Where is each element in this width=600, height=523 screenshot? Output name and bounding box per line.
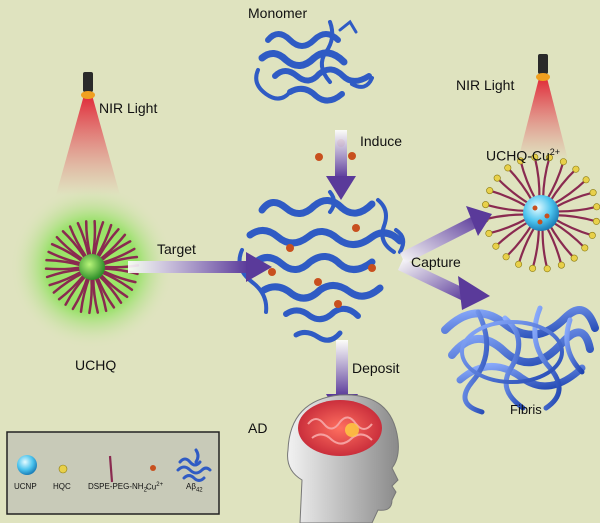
hqc-tip xyxy=(572,165,580,173)
ucnp-sphere-icon xyxy=(17,455,37,475)
peg-chain xyxy=(55,235,86,262)
hqc-tip xyxy=(588,231,596,239)
peg-chain xyxy=(45,258,84,267)
peg-chain xyxy=(99,270,134,292)
human-head-icon xyxy=(287,394,399,523)
peg-chain xyxy=(542,156,551,201)
label-induce: Induce xyxy=(360,133,403,149)
peg-chain-icon xyxy=(108,455,114,483)
hqc-tip xyxy=(492,242,500,250)
legend-label-dspe-sub: 2 xyxy=(143,487,147,494)
legend-label-ucnp: UCNP xyxy=(14,482,37,491)
legend-box xyxy=(6,431,220,515)
legend-label-abeta-text: Aβ xyxy=(186,482,196,491)
peg-chain xyxy=(61,230,87,261)
label-monomer: Monomer xyxy=(248,5,308,21)
legend-label-hqc: HQC xyxy=(53,482,71,491)
nir-lamp-right xyxy=(518,54,568,160)
hqc-tip xyxy=(570,254,578,262)
peg-chain xyxy=(57,272,87,301)
label-uchq-cu-sup: 2+ xyxy=(549,147,561,157)
induce-arrow xyxy=(326,130,356,200)
peg-chain xyxy=(100,255,139,267)
peg-chain xyxy=(97,273,123,304)
peg-chain xyxy=(52,271,85,294)
fibrils-icon xyxy=(441,305,599,415)
hqc-tip xyxy=(582,176,590,184)
label-uchq: UCHQ xyxy=(75,357,117,373)
peg-chain xyxy=(541,225,549,270)
hqc-tip xyxy=(593,203,600,211)
peg-chain xyxy=(98,272,129,299)
hqc-tip xyxy=(545,154,553,162)
label-deposit: Deposit xyxy=(352,360,400,376)
amyloid-protein-icon xyxy=(176,448,212,482)
label-ad: AD xyxy=(248,420,268,436)
peg-chain xyxy=(91,219,97,259)
peg-chain xyxy=(44,266,84,271)
label-target: Target xyxy=(157,241,196,257)
hqc-tip xyxy=(493,174,501,182)
legend-label-abeta: Aβ42 xyxy=(186,482,203,494)
label-uchq-cu: UCHQ-Cu2+ xyxy=(486,147,560,164)
legend-label-dspe-text: DSPE-PEG-NH xyxy=(88,482,144,491)
uchq-nanoparticle-icon xyxy=(10,185,174,349)
peg-chain xyxy=(531,225,540,270)
peg-chain xyxy=(93,275,108,313)
label-nir-left: NIR Light xyxy=(99,100,158,116)
hqc-tip xyxy=(517,157,525,165)
hqc-tip xyxy=(502,253,510,261)
peg-chain xyxy=(100,267,139,276)
peg-chain xyxy=(97,233,127,262)
hqc-tip xyxy=(557,261,565,269)
peg-chain xyxy=(68,225,89,260)
target-arrow xyxy=(128,252,272,282)
peg-chain xyxy=(553,214,598,223)
capture-arrow xyxy=(400,206,492,264)
peg-chain xyxy=(553,205,598,213)
peg-chain xyxy=(484,203,529,212)
peg-chain xyxy=(484,213,529,221)
peg-chain xyxy=(99,240,132,263)
hqc-tip xyxy=(543,265,551,273)
legend-label-cu-text: Cu xyxy=(146,482,157,492)
copper-ions-aggregate xyxy=(268,224,376,308)
hqc-tip xyxy=(589,189,597,197)
peg-chain xyxy=(45,267,84,279)
hqc-tip xyxy=(531,153,539,161)
peg-chain xyxy=(79,275,91,313)
nir-lamp-left xyxy=(56,72,120,195)
legend-label-abeta-sub: 42 xyxy=(195,487,203,494)
hqc-dot-icon xyxy=(58,464,68,474)
hqc-tip xyxy=(482,201,490,209)
uchq-cu-nanoparticle-icon xyxy=(481,153,600,273)
hqc-tip xyxy=(504,164,512,172)
hqc-tip xyxy=(592,217,600,225)
legend-label-dspe: DSPE-PEG-NH2 xyxy=(88,482,147,494)
peg-chain xyxy=(95,274,116,309)
hqc-tip xyxy=(581,244,589,252)
monomer-protein-icon xyxy=(254,19,374,104)
hqc-tip xyxy=(485,229,493,237)
label-fibris: Fibris xyxy=(510,402,542,417)
hqc-tip xyxy=(515,260,523,268)
peg-chain xyxy=(50,242,85,264)
label-uchq-cu-text: UCHQ-Cu xyxy=(486,147,550,164)
label-capture: Capture xyxy=(411,254,461,270)
hqc-tip xyxy=(559,158,567,166)
copper-ion-icon xyxy=(150,465,156,471)
fibril-arrow xyxy=(398,259,490,310)
hqc-tip xyxy=(486,187,494,195)
legend-label-cu-sup: 2+ xyxy=(156,482,164,488)
hqc-tip xyxy=(529,264,537,272)
legend-label-cu: Cu2+ xyxy=(146,482,163,492)
amyloid-aggregate-icon xyxy=(237,190,406,343)
peg-chain xyxy=(88,275,93,315)
label-nir-right: NIR Light xyxy=(456,77,515,93)
